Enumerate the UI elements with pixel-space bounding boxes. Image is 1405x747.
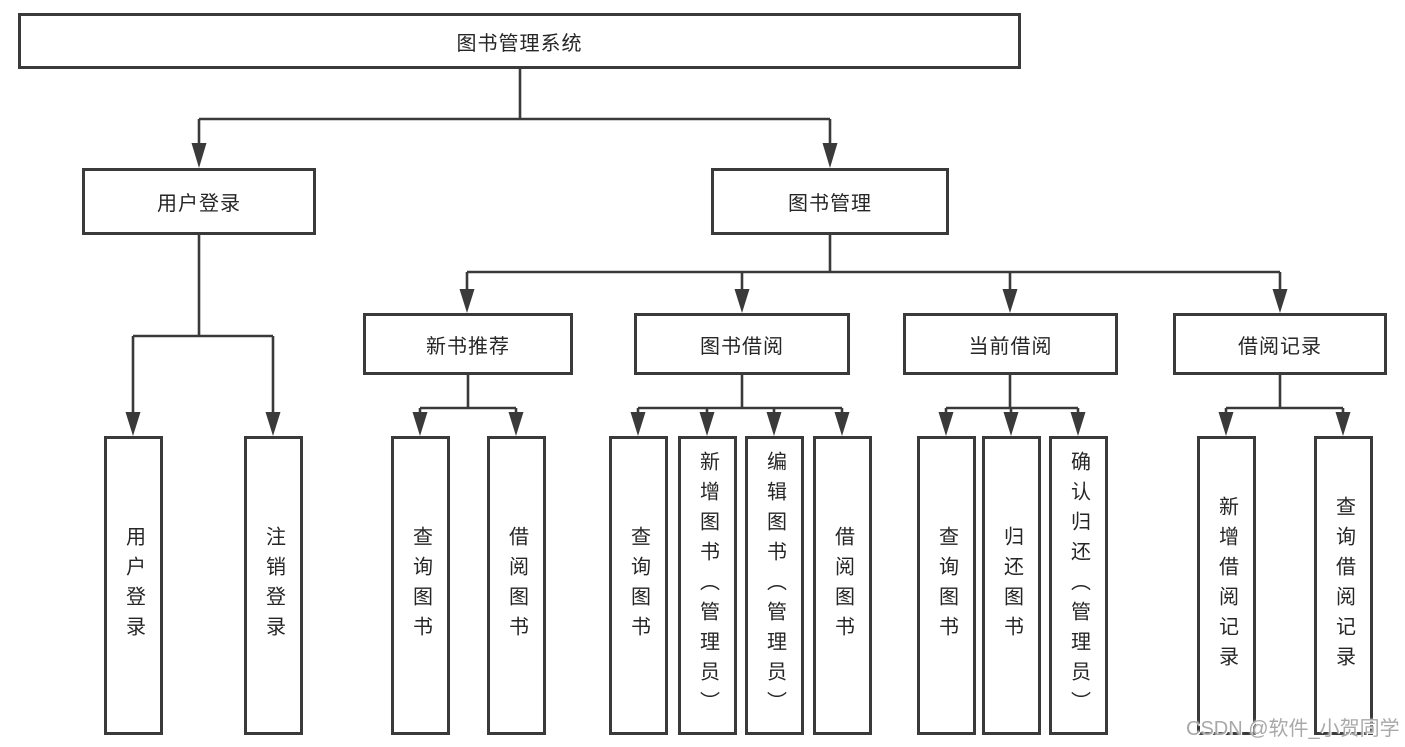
node-label: 新书推荐 <box>426 335 510 358</box>
connector-login-to-leaves <box>131 235 275 414</box>
arrowhead <box>834 412 850 436</box>
arrowhead <box>1272 289 1288 313</box>
leaf-label: 新增借阅记录 <box>1215 495 1238 676</box>
leaf-add-book-admin: 新增图书（管理员） <box>678 436 737 735</box>
leaf-logout: 注销登录 <box>244 436 303 735</box>
arrowhead <box>938 412 954 436</box>
connector-current-to-leaves <box>944 375 1080 414</box>
leaf-return-book: 归还图书 <box>982 436 1041 735</box>
arrowhead <box>822 143 838 168</box>
node-library-system: 图书管理系统 <box>18 13 1021 69</box>
leaf-label: 用户登录 <box>122 525 145 646</box>
leaf-query-book-borrow: 查询图书 <box>609 436 668 735</box>
leaf-label: 查询图书 <box>935 525 958 646</box>
leaf-label: 新增图书（管理员） <box>696 450 719 721</box>
leaf-label: 编辑图书（管理员） <box>763 450 786 721</box>
arrowhead <box>630 412 646 436</box>
arrowhead <box>508 412 524 436</box>
leaf-user-login: 用户登录 <box>104 436 163 735</box>
node-label: 图书管理系统 <box>456 32 583 55</box>
node-current-borrow: 当前借阅 <box>903 313 1118 375</box>
arrowhead <box>1003 412 1019 436</box>
arrowhead <box>1002 289 1018 313</box>
arrowhead <box>191 143 207 168</box>
node-label: 借阅记录 <box>1238 335 1322 358</box>
arrowhead <box>459 289 475 313</box>
leaf-label: 查询图书 <box>627 525 650 646</box>
connector-newbook-to-leaves <box>418 375 518 414</box>
arrowhead <box>1070 412 1086 436</box>
leaf-label: 确认归还（管理员） <box>1067 450 1090 721</box>
node-borrow-records: 借阅记录 <box>1173 313 1387 375</box>
leaf-borrow-book-recommend: 借阅图书 <box>487 436 546 735</box>
node-user-login: 用户登录 <box>82 168 316 235</box>
leaf-add-borrow-record: 新增借阅记录 <box>1197 436 1256 735</box>
leaf-edit-book-admin: 编辑图书（管理员） <box>745 436 804 735</box>
node-new-book-recommend: 新书推荐 <box>363 313 573 375</box>
leaf-label: 归还图书 <box>1000 525 1023 646</box>
node-label: 图书借阅 <box>700 335 784 358</box>
node-label: 用户登录 <box>157 193 241 215</box>
arrowhead <box>1218 412 1234 436</box>
leaf-label: 查询借阅记录 <box>1332 495 1355 676</box>
arrowhead <box>699 412 715 436</box>
connector-borrow-to-leaves <box>636 375 844 414</box>
arrowhead <box>734 289 750 313</box>
connector-mgmt-to-level3 <box>465 235 1282 291</box>
node-book-management: 图书管理 <box>711 168 949 235</box>
leaf-query-borrow-record: 查询借阅记录 <box>1314 436 1373 735</box>
node-label: 图书管理 <box>788 193 872 215</box>
arrowheads <box>125 143 1351 436</box>
arrowhead <box>125 412 141 436</box>
csdn-watermark: CSDN @软件_小贺同学 <box>1186 718 1400 740</box>
leaf-label: 借阅图书 <box>505 525 528 646</box>
connector-root-to-level2 <box>197 68 832 146</box>
node-label: 当前借阅 <box>968 335 1053 358</box>
arrowhead <box>766 412 782 436</box>
arrowhead <box>412 412 428 436</box>
leaf-label: 注销登录 <box>262 525 285 646</box>
leaf-query-book-current: 查询图书 <box>917 436 976 735</box>
leaf-label: 查询图书 <box>409 525 432 646</box>
arrowhead <box>265 412 281 436</box>
node-book-borrow: 图书借阅 <box>634 313 850 375</box>
leaf-label: 借阅图书 <box>831 525 854 646</box>
leaf-confirm-return-admin: 确认归还（管理员） <box>1049 436 1108 735</box>
leaf-borrow-book: 借阅图书 <box>813 436 872 735</box>
arrowhead <box>1335 412 1351 436</box>
leaf-query-book-recommend: 查询图书 <box>391 436 450 735</box>
connector-records-to-leaves <box>1224 375 1345 414</box>
